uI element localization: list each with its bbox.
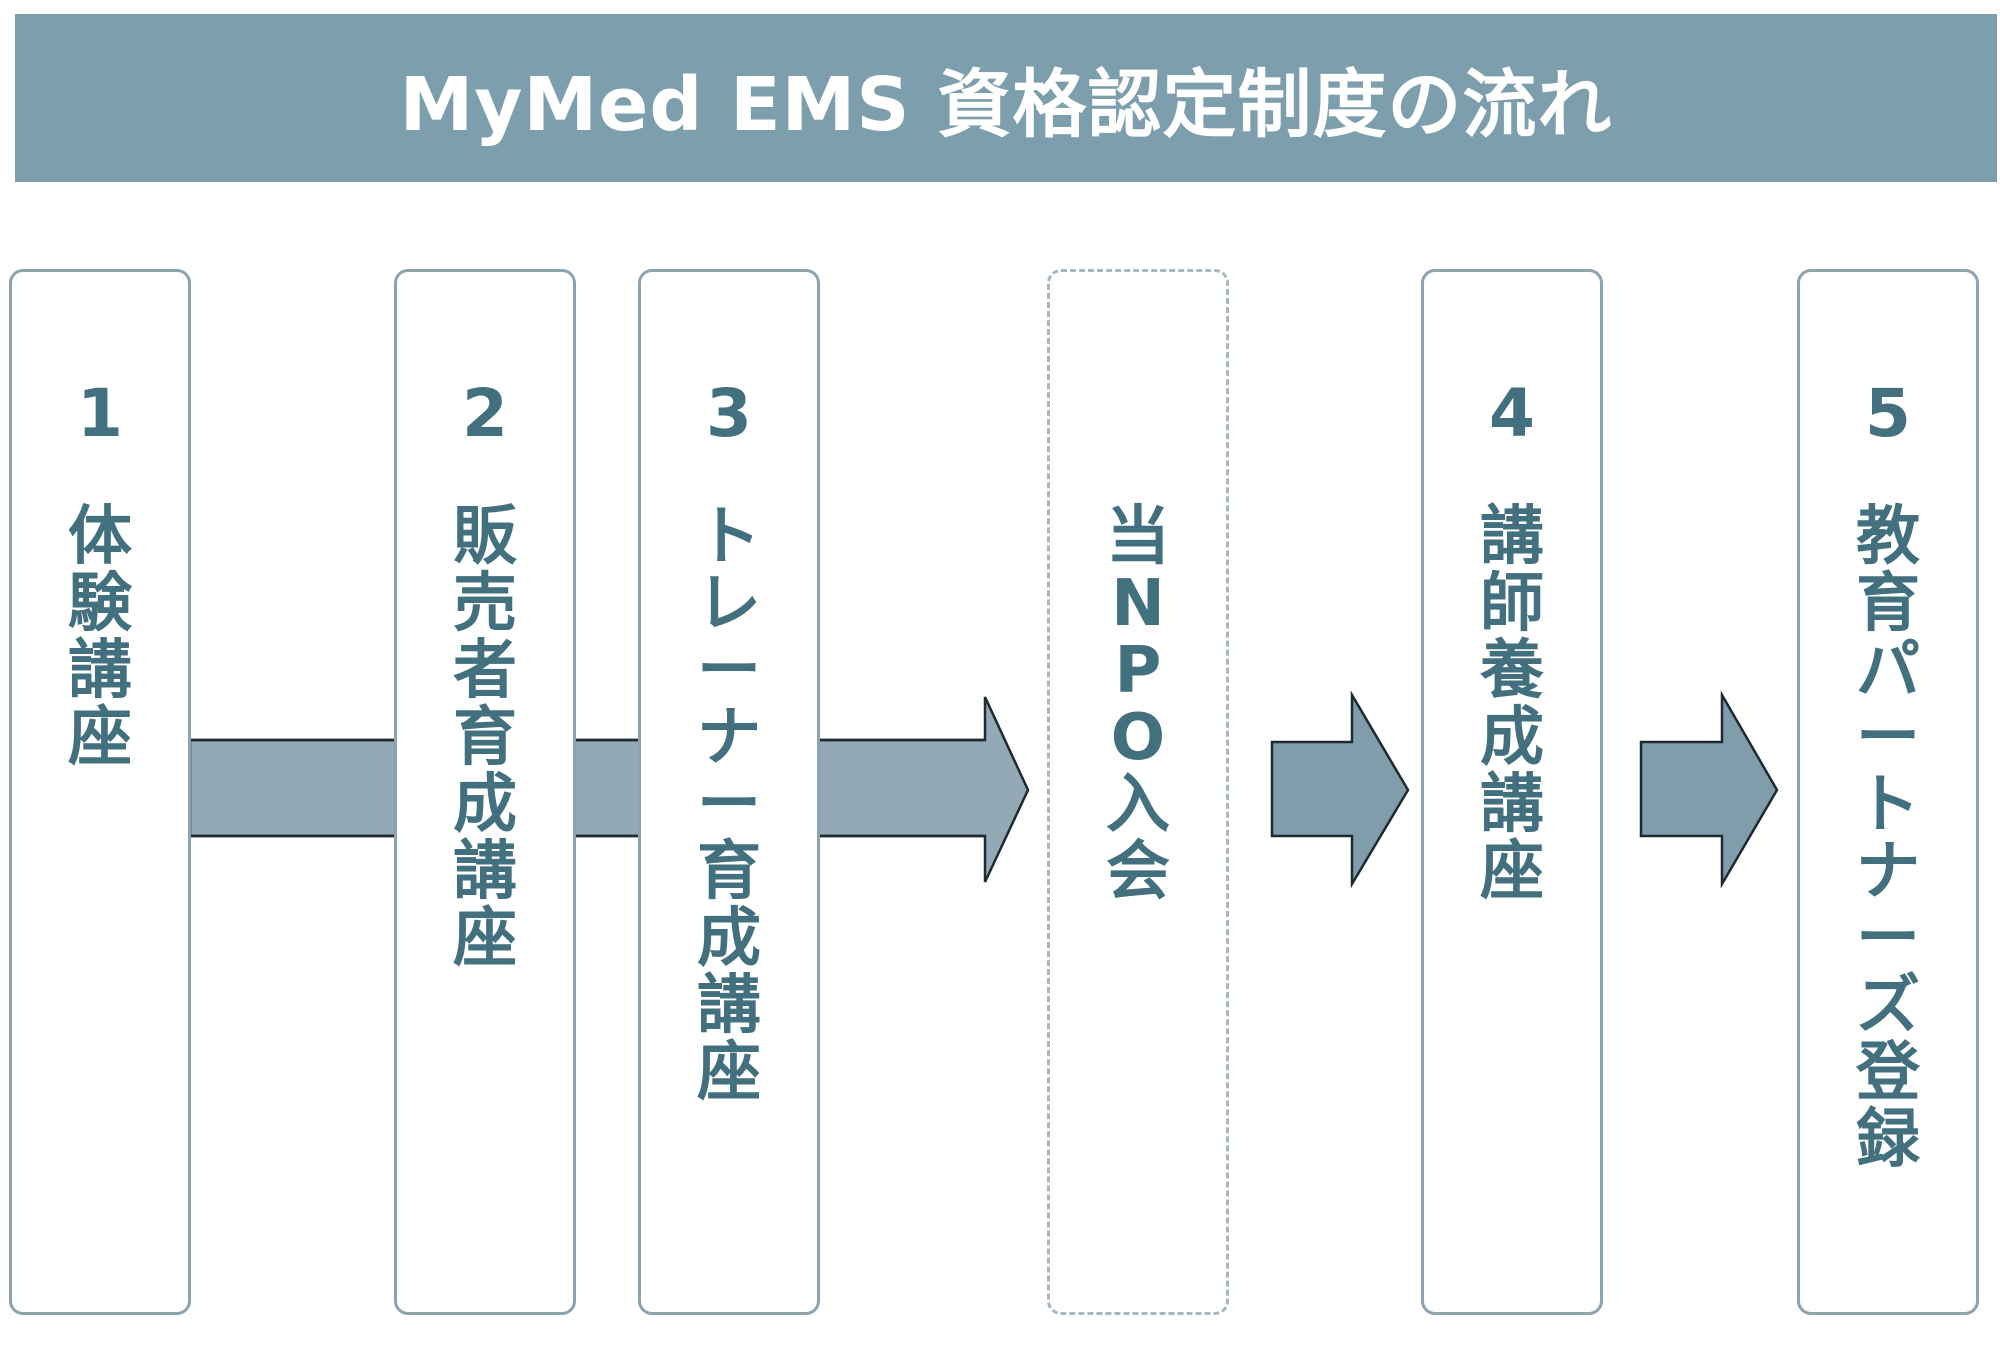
title-banner-bg	[15, 14, 1997, 182]
step-label-char: 講	[453, 835, 517, 909]
step-box-4: 4 講師養成講座	[1421, 269, 1603, 1315]
step-label-char: 教	[1856, 500, 1920, 574]
main-flow-arrow	[188, 696, 1030, 883]
step-label-char: ー	[697, 768, 761, 842]
title-banner: MyMed EMS 資格認定制度の流れ	[15, 14, 1997, 182]
step-box-2: 2 販売者育成講座	[394, 269, 576, 1315]
step-label-char: 録	[1856, 1103, 1920, 1177]
step-label-char: 当	[1106, 500, 1170, 574]
step-label-char: 者	[453, 634, 517, 708]
step-label-char: 成	[1480, 701, 1544, 775]
step-label-char: 成	[697, 902, 761, 976]
step-label: 講師養成講座	[1424, 504, 1600, 906]
step-label-char: 講	[1480, 500, 1544, 574]
step-label-char: パ	[1856, 634, 1920, 708]
arrow-4-to-5	[1639, 690, 1779, 889]
step-label-char: 売	[453, 567, 517, 641]
step-number: 1	[77, 375, 123, 452]
step-box-1: 1 体験講座	[9, 269, 191, 1315]
step-label-char: ナ	[697, 701, 761, 775]
step-label-char: 講	[1480, 768, 1544, 842]
step-label-char: P	[1114, 634, 1162, 708]
step-label-char: 育	[453, 701, 517, 775]
arrow-npo-to-4	[1270, 690, 1410, 889]
step-label-char: 入	[1106, 768, 1170, 842]
step-label-char: レ	[697, 567, 761, 641]
step-label-char: ズ	[1856, 969, 1920, 1043]
step-label-char: 登	[1856, 1036, 1920, 1110]
step-label-char: 販	[453, 500, 517, 574]
step-label-char: ー	[697, 634, 761, 708]
step-label-char: 講	[697, 969, 761, 1043]
step-label-char: 師	[1480, 567, 1544, 641]
step-label-char: 育	[1856, 567, 1920, 641]
step-label-char: 養	[1480, 634, 1544, 708]
step-box-5: 5 教育パートナーズ登録	[1797, 269, 1979, 1315]
step-label-char: 座	[697, 1036, 761, 1110]
step-label-char: ナ	[1856, 835, 1920, 909]
step-label-char: 体	[68, 500, 132, 574]
step-number: 4	[1489, 375, 1535, 452]
step-box-3: 3 トレーナー育成講座	[638, 269, 820, 1315]
step-number: 5	[1865, 375, 1911, 452]
step-label: トレーナー育成講座	[641, 504, 817, 1107]
step-label-char: 講	[68, 634, 132, 708]
step-number: 2	[462, 375, 508, 452]
step-label-char: ー	[1856, 701, 1920, 775]
page-title: MyMed EMS 資格認定制度の流れ	[399, 61, 1613, 148]
step-label-char: ー	[1856, 902, 1920, 976]
step-label-char: 成	[453, 768, 517, 842]
step-label-char: 座	[68, 701, 132, 775]
step-label: 販売者育成講座	[397, 504, 573, 973]
step-label-char: ト	[697, 500, 761, 574]
step-label-char: 座	[1480, 835, 1544, 909]
step-number: 3	[706, 375, 752, 452]
step-label: 教育パートナーズ登録	[1800, 504, 1976, 1174]
step-label-char: 験	[68, 567, 132, 641]
step-label-char: 育	[697, 835, 761, 909]
step-label-char: O	[1110, 701, 1166, 775]
step-label-char: N	[1111, 567, 1165, 641]
step-label: 体験講座	[12, 504, 188, 772]
step-label-char: ト	[1856, 768, 1920, 842]
step-label-char: 会	[1106, 835, 1170, 909]
step-label-char: 座	[453, 902, 517, 976]
